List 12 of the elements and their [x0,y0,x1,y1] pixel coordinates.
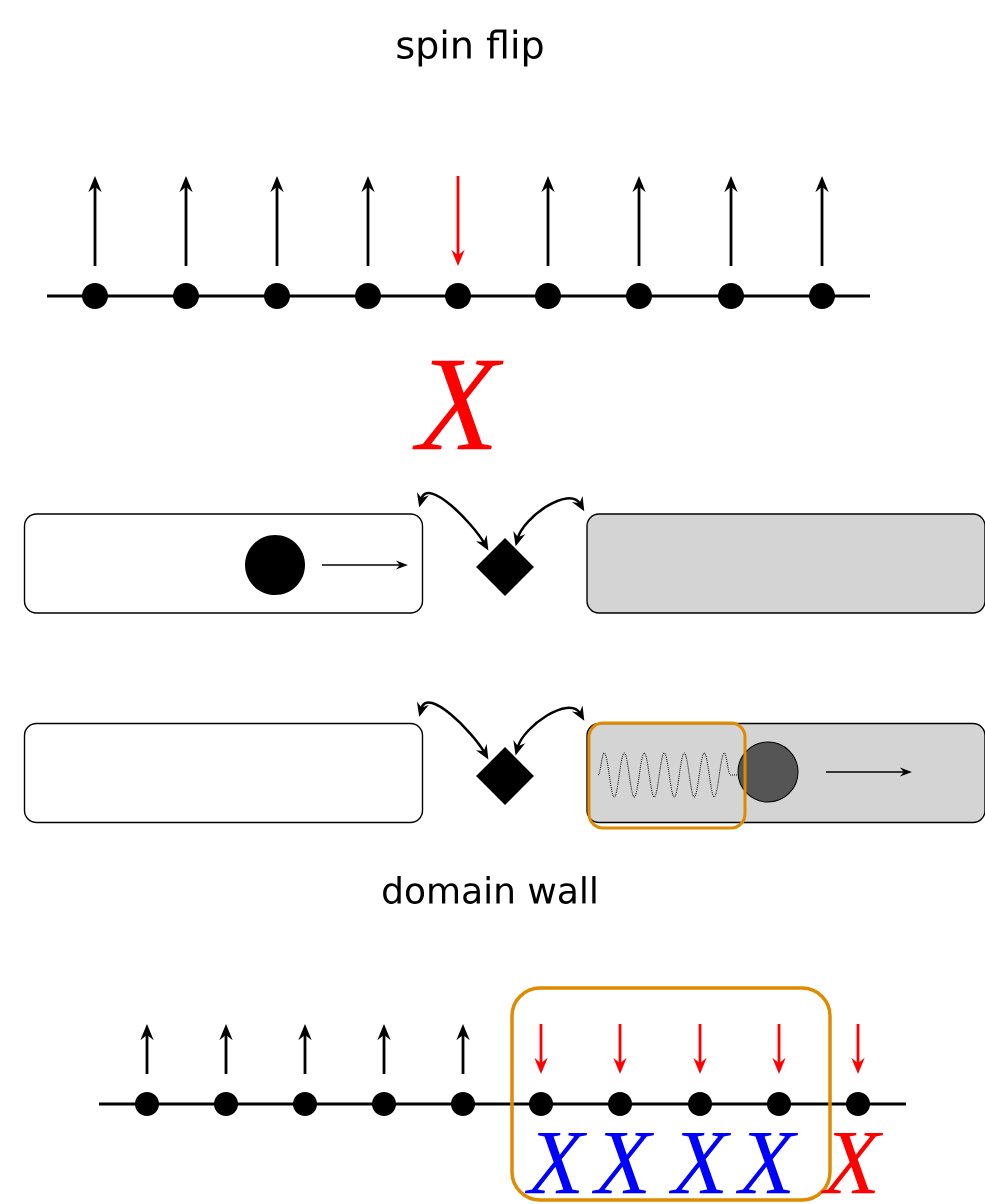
rounded-box [586,513,985,614]
symbol: X [735,1132,799,1194]
symbol: X [591,1132,655,1194]
title: spin flip [397,29,543,67]
symbol: X [524,1132,588,1194]
diamond-symbol [476,747,534,805]
symbol: X [668,1132,732,1194]
heading: domain wall [383,876,596,904]
symbol: X [412,360,504,450]
rounded-box [23,722,424,824]
diamond-symbol [476,538,534,596]
rounded-box [23,513,424,614]
